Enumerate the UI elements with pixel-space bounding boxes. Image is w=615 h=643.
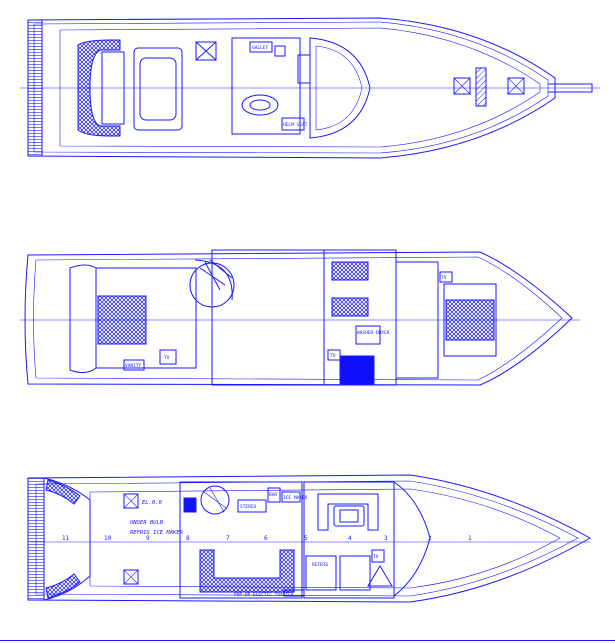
station-3: 3 [384, 535, 388, 542]
lower-deck-plan: VANITY TV WASHER DRYER TV TV [20, 249, 580, 386]
station-11: 11 [62, 535, 70, 542]
station-10: 10 [104, 535, 112, 542]
flybridge-galley-label: GALLEY [252, 45, 269, 51]
station-8: 8 [186, 535, 190, 542]
flybridge-hull-outline [27, 17, 556, 159]
lower-deck-vanity-label: VANITY [125, 363, 142, 369]
main-deck-solid-post [183, 497, 197, 513]
station-9: 9 [146, 535, 150, 542]
station-1: 1 [468, 535, 472, 542]
main-deck-plan: EL.0.0 UNDER BULB REFRIG ICE MAKER 11 10… [27, 474, 592, 603]
main-deck-tv-label: TV [373, 554, 379, 560]
station-7: 7 [226, 535, 230, 542]
lower-deck-tv-label: TV [164, 355, 170, 361]
station-5: 5 [304, 535, 308, 542]
flybridge-plan: GALLEY HELM SEAT [20, 17, 600, 159]
lower-deck-aft-berth [97, 295, 147, 345]
main-deck-salon-sofa [199, 549, 295, 593]
main-deck-ice-maker-label: ICE MAKER [283, 495, 308, 501]
main-deck-depth-label: EL.0.0 [142, 500, 163, 506]
station-4: 4 [348, 535, 352, 542]
bottom-rule [0, 640, 615, 641]
main-deck-refrig-label: REFRIG ICE MAKER [130, 530, 184, 536]
main-deck-refrig2-label: REFRIG [312, 562, 329, 568]
lower-deck-tv2-label: TV [330, 353, 336, 359]
lower-deck-washer-label: WASHER DRYER [357, 330, 390, 336]
lower-deck-bow-berth [445, 299, 495, 341]
main-deck-stereo-label: STEREO [240, 504, 257, 510]
main-deck-popup-label: POP-UP ELECTIC TOASTER [234, 592, 294, 598]
main-deck-bar-label: BAR [269, 492, 277, 498]
main-deck-hull-outline [27, 474, 592, 603]
station-6: 6 [264, 535, 268, 542]
main-deck-swim-platform [27, 477, 45, 601]
flybridge-helm-seat-label: HELM SEAT [283, 122, 308, 128]
lower-deck-tv3-label: TV [441, 275, 447, 281]
lower-deck-dark-berth [339, 355, 375, 385]
main-deck-under-bulb-label: UNDER BULB [130, 520, 164, 526]
